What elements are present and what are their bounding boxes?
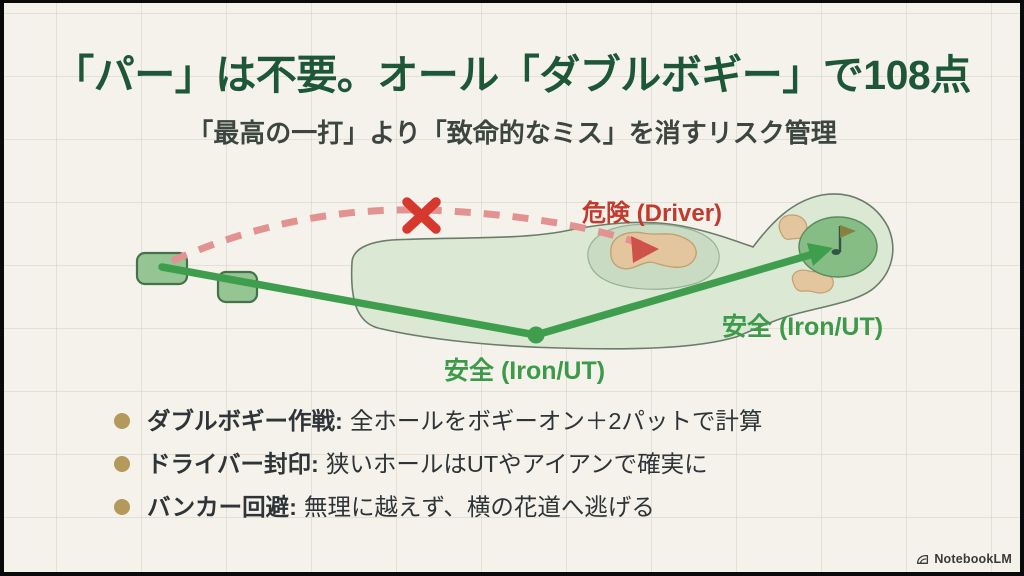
bullet-label: ダブルボギー作戦: <box>147 408 343 434</box>
list-item: ドライバー封印:狭いホールはUTやアイアンで確実に <box>114 449 964 479</box>
bunker-bottom <box>791 269 834 294</box>
safe-path-waypoint <box>527 326 545 344</box>
list-item: ダブルボギー作戦:全ホールをボギーオン＋2パットで計算 <box>114 406 964 436</box>
safe-path-arrowhead <box>807 243 833 266</box>
bullet-text: バンカー回避:無理に越えず、横の花道へ逃げる <box>147 492 655 522</box>
page-subtitle: 「最高の一打」より「致命的なミス」を消すリスク管理 <box>187 118 837 148</box>
putting-green <box>798 216 878 278</box>
bullet-text: ドライバー封印:狭いホールはUTやアイアンで確実に <box>147 449 708 479</box>
bullet-body: 狭いホールはUTやアイアンで確実に <box>325 451 708 477</box>
bullet-text: ダブルボギー作戦:全ホールをボギーオン＋2パットで計算 <box>147 406 762 436</box>
bullet-body: 無理に越えず、横の花道へ逃げる <box>304 494 655 520</box>
risky-path-arrowhead <box>631 236 659 263</box>
bullet-dot-icon <box>114 413 130 429</box>
x-mark-icon <box>402 197 441 234</box>
footer-branding: NotebookLM <box>916 552 1012 566</box>
safe-iron-ut-label-right: 安全 (Iron/UT) <box>722 313 884 341</box>
bullet-label: ドライバー封印: <box>147 451 319 477</box>
bullet-label: バンカー回避: <box>147 494 298 520</box>
page-title: 「パー」は不要。オール「ダブルボギー」で108点 <box>53 52 971 98</box>
bullet-dot-icon <box>114 456 130 472</box>
bullet-body: 全ホールをボギーオン＋2パットで計算 <box>349 408 763 434</box>
safe-iron-ut-label-mid: 安全 (Iron/UT) <box>444 357 606 385</box>
bullet-dot-icon <box>114 499 130 515</box>
list-item: バンカー回避:無理に越えず、横の花道へ逃げる <box>114 492 964 522</box>
danger-driver-label: 危険 (Driver) <box>582 200 723 227</box>
bullet-list: ダブルボギー作戦:全ホールをボギーオン＋2パットで計算 ドライバー封印:狭いホー… <box>114 406 964 535</box>
notebooklm-logo-icon <box>917 554 929 564</box>
brand-name: NotebookLM <box>934 552 1012 566</box>
flag-icon <box>831 225 856 255</box>
